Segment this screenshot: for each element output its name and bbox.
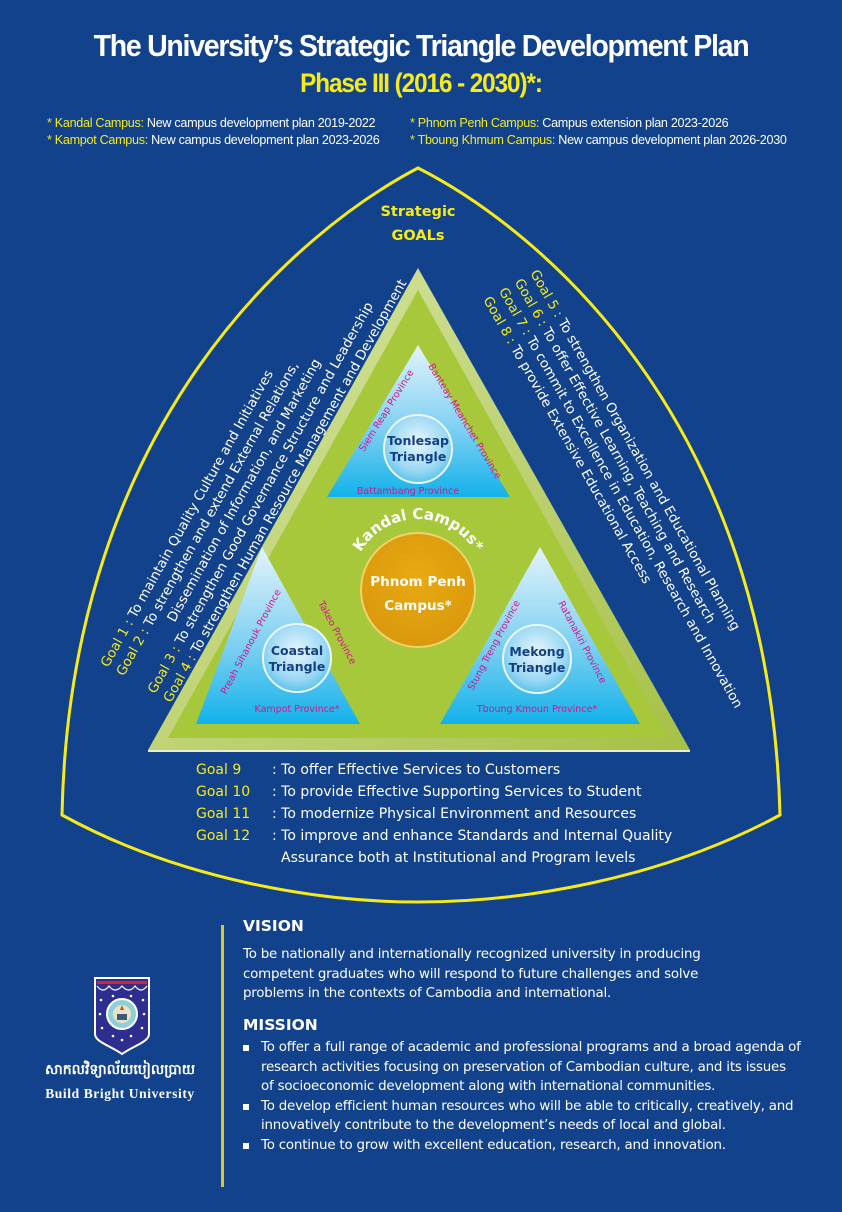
strategic-goals-heading-2: GOALs [392, 228, 445, 244]
goal-11: Goal 11 : To modernize Physical Environme… [196, 806, 672, 828]
province-battambang: Battambang Province [357, 486, 459, 497]
goal-12-continued: Assurance both at Institutional and Prog… [196, 850, 672, 872]
tonlesap-label-1: Tonlesap [387, 433, 449, 448]
tonlesap-bubble [383, 414, 453, 484]
goal-text: Assurance both at Institutional and Prog… [281, 850, 636, 866]
campus-note-kampot: * Kampot Campus: New campus development … [47, 133, 380, 147]
vision-text: To be nationally and internationally rec… [243, 947, 701, 1001]
coastal-bubble [262, 623, 332, 693]
mission-heading: MISSION [243, 1016, 318, 1034]
tonlesap-label-2: Triangle [390, 449, 447, 464]
campus-note-text: New campus development plan 2019-2022 [143, 116, 376, 130]
coastal-label-2: Triangle [269, 659, 326, 674]
university-crest-logo [94, 977, 150, 1056]
mekong-label-2: Triangle [509, 660, 566, 675]
coastal-label-1: Coastal [271, 643, 323, 658]
goal-9: Goal 9 : To offer Effective Services to C… [196, 762, 672, 784]
goal-text: : To provide Effective Supporting Servic… [272, 784, 642, 800]
campus-note-text: New campus development plan 2023-2026 [147, 133, 380, 147]
goal-text: : To improve and enhance Standards and I… [272, 828, 673, 844]
mission-item: To continue to grow with excellent educa… [241, 1136, 801, 1156]
goal-label: Goal 9 [196, 762, 242, 778]
mission-item-text: To develop efficient human resources who… [261, 1098, 794, 1134]
bullet-square-icon [243, 1103, 249, 1110]
university-name-english: Build Bright University [45, 1086, 195, 1101]
phnom-penh-label-2: Campus* [384, 598, 451, 614]
bullet-square-icon [243, 1142, 249, 1149]
outer-goal-boundary [60, 166, 782, 904]
mission-list: To offer a full range of academic and pr… [241, 1038, 801, 1155]
mission-item: To offer a full range of academic and pr… [241, 1038, 801, 1097]
vision-heading: VISION [243, 917, 304, 935]
province-kampot: Kampot Province* [255, 704, 340, 715]
goal-10: Goal 10 : To provide Effective Supporting… [196, 784, 672, 806]
goal-12: Goal 12 : To improve and enhance Standard… [196, 828, 672, 850]
goal-text: : To modernize Physical Environment and … [272, 806, 637, 822]
campus-note-name: * Kandal Campus: [47, 116, 144, 130]
campus-note-phnom-penh: * Phnom Penh Campus: Campus extension pl… [410, 116, 729, 130]
vertical-divider [221, 925, 224, 1187]
mekong-bubble [502, 624, 572, 694]
mekong-label-1: Mekong [509, 644, 564, 659]
campus-note-kandal: * Kandal Campus: New campus development … [47, 116, 376, 130]
page-subtitle: Phase III (2016 - 2030)*: [300, 68, 543, 98]
strategic-goals-heading-1: Strategic [380, 204, 455, 220]
campus-note-name: * Tboung Khmum Campus: [410, 133, 556, 147]
campus-note-text: New campus development plan 2026-2030 [555, 133, 787, 147]
province-tboung-kmoun: Tboung Kmoun Province* [476, 704, 598, 715]
campus-note-text: Campus extension plan 2023-2026 [539, 116, 729, 130]
page-title: The University’s Strategic Triangle Deve… [93, 28, 750, 63]
mission-item-text: To offer a full range of academic and pr… [261, 1040, 801, 1094]
campus-note-tboung-khmum: * Tboung Khmum Campus: New campus develo… [410, 133, 787, 147]
goal-label: Goal 12 [196, 828, 251, 844]
strategic-triangle-diagram: Tonlesap Triangle Siem Reap Province Ban… [60, 166, 782, 904]
campus-note-name: * Phnom Penh Campus: [410, 116, 540, 130]
mission-item: To develop efficient human resources who… [241, 1097, 801, 1136]
university-name-khmer: សាកលវិទ្យាល័យបៀលប្រាយ [44, 1062, 196, 1078]
bullet-square-icon [243, 1045, 249, 1051]
phnom-penh-campus-circle [360, 532, 476, 648]
goal-label: Goal 11 [196, 806, 251, 822]
mission-item-text: To continue to grow with excellent educa… [261, 1137, 726, 1153]
goal-label: Goal 10 [196, 784, 251, 800]
phnom-penh-label-1: Phnom Penh [370, 574, 465, 590]
campus-note-name: * Kampot Campus: [47, 133, 148, 147]
goal-text: : To offer Effective Services to Custome… [272, 762, 561, 778]
bottom-goals: Goal 9 : To offer Effective Services to C… [196, 762, 672, 872]
